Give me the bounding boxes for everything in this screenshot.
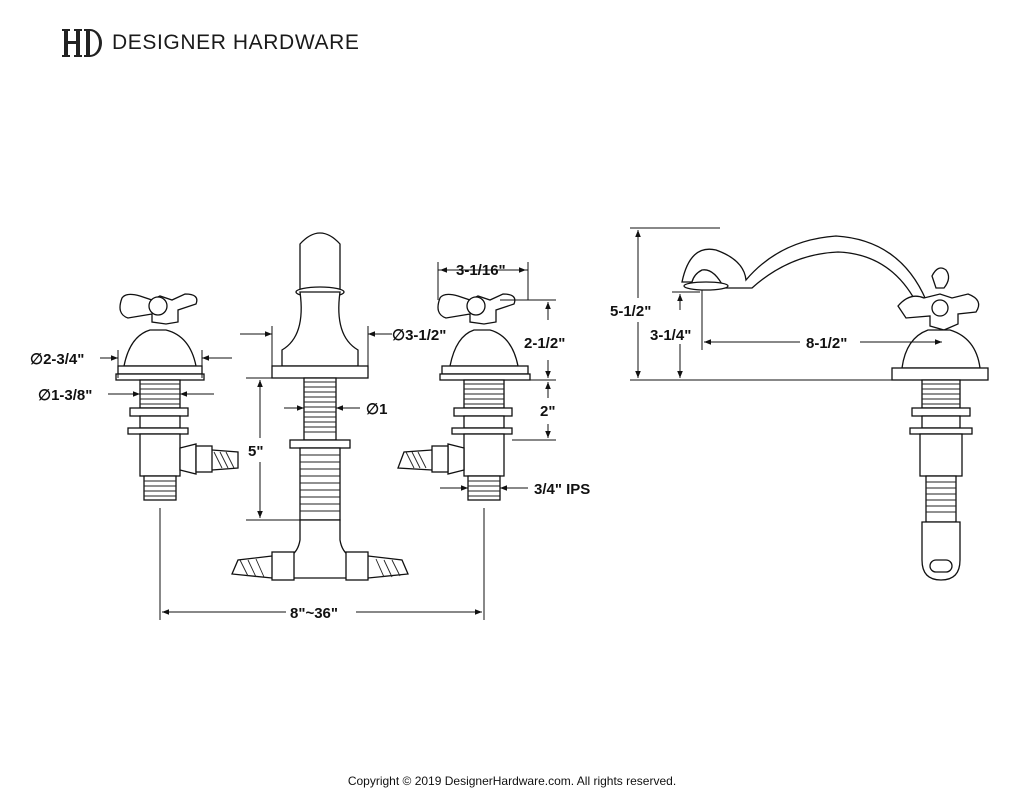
dimension-lines bbox=[100, 262, 556, 620]
label-spout-base-diameter: ∅3-1/2" bbox=[392, 327, 446, 344]
copyright-footer: Copyright © 2019 DesignerHardware.com. A… bbox=[347, 774, 677, 788]
brand-logo-icon bbox=[62, 29, 102, 57]
brand-header: DESIGNER HARDWARE bbox=[62, 26, 359, 60]
label-handle-height: 2-1/2" bbox=[524, 335, 565, 352]
label-handle-base-width: 3-1/16" bbox=[456, 262, 506, 279]
label-center-spread: 8"~36" bbox=[290, 605, 338, 622]
right-handle-valve bbox=[397, 293, 531, 501]
label-shank-diameter: ∅1-3/8" bbox=[38, 387, 92, 404]
label-side-spout-reach: 8-1/2" bbox=[806, 335, 847, 352]
center-spout bbox=[231, 232, 409, 581]
side-view-faucet bbox=[681, 235, 989, 581]
brand-name: DESIGNER HARDWARE bbox=[112, 31, 360, 54]
label-handle-diameter: ∅2-3/4" bbox=[30, 351, 84, 368]
side-dimension-lines bbox=[630, 227, 942, 381]
label-shank-length: 2" bbox=[540, 403, 555, 420]
dimension-labels: ∅2-3/4" ∅1-3/8" ∅3-1/2" ∅1 5" 3-1/16" 2-… bbox=[30, 262, 847, 622]
label-side-total-height: 5-1/2" bbox=[610, 303, 651, 320]
left-handle-valve bbox=[115, 293, 239, 501]
label-spout-shank-diameter: ∅1 bbox=[366, 401, 387, 418]
label-connection: 3/4" IPS bbox=[534, 481, 590, 498]
label-side-spout-height: 3-1/4" bbox=[650, 327, 691, 344]
label-spout-shank-length: 5" bbox=[248, 443, 263, 460]
